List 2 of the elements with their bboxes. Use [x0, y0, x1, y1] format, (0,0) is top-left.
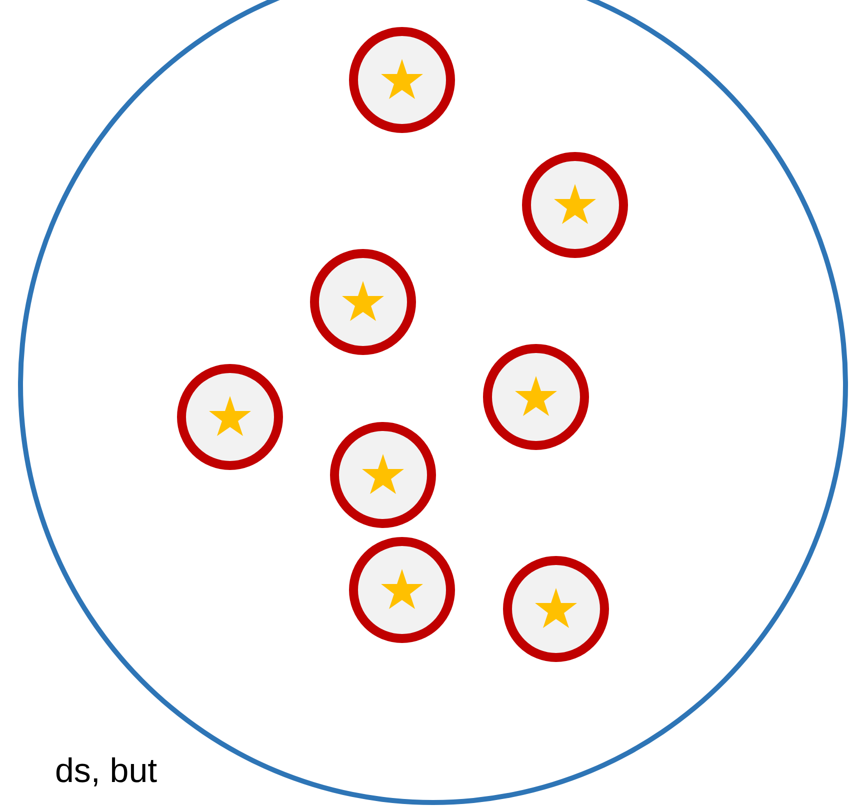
boundary-circle: [18, 0, 848, 805]
text-fragment: ds, but: [55, 752, 158, 791]
